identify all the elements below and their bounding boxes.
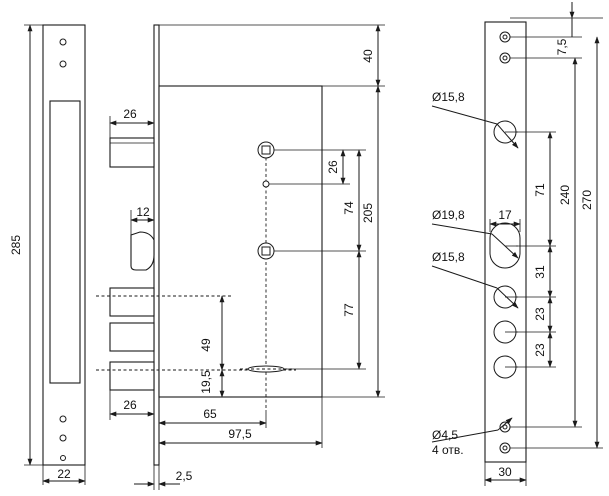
dim-label-spindle-to-cylinder: 74 bbox=[342, 201, 356, 215]
handle-spindle bbox=[257, 141, 275, 159]
leader-line bbox=[431, 429, 499, 443]
strike-label-dia-bolt: Ø15,8 bbox=[432, 250, 465, 264]
leader-line bbox=[431, 265, 498, 289]
faceplate-screw-hole bbox=[59, 38, 67, 46]
dim-label-latch-width: 12 bbox=[136, 205, 150, 219]
strike-screw-hole-inner bbox=[502, 34, 508, 40]
strike-plate-view: Ø15,8 Ø19,8 Ø15,8 Ø4,5 4 отв. 17 7,5 bbox=[431, 2, 603, 486]
strike-label-dia-latch: Ø19,8 bbox=[432, 208, 465, 222]
strike-label-top-offset: 7,5 bbox=[555, 38, 569, 55]
dim-label-backset: 65 bbox=[203, 407, 217, 421]
cylinder-hole bbox=[257, 242, 275, 260]
dim-label-bolt-length-bottom: 26 bbox=[123, 398, 137, 412]
front-plate bbox=[153, 24, 160, 466]
strike-label-240: 240 bbox=[558, 185, 572, 205]
strike-screw-hole-inner bbox=[502, 424, 508, 430]
leader-line bbox=[497, 417, 513, 431]
dim-label-case-height: 205 bbox=[361, 203, 375, 223]
latch-bolt bbox=[130, 231, 155, 271]
dim-label-bottom-offset: 19,5 bbox=[199, 370, 213, 394]
leader-line bbox=[496, 287, 519, 309]
top-bolt bbox=[109, 137, 155, 168]
faceplate-screw-hole bbox=[60, 455, 66, 461]
dead-bolt-1 bbox=[109, 287, 155, 317]
faceplate-front-view: 285 22 bbox=[9, 24, 86, 485]
faceplate-screw-hole bbox=[59, 60, 67, 68]
strike-label-dia-top: Ø15,8 bbox=[432, 90, 465, 104]
cylinder-square bbox=[261, 246, 271, 256]
strike-screw-hole-inner bbox=[502, 445, 508, 451]
dim-label-cylinder-to-bottom: 77 bbox=[342, 303, 356, 317]
dim-label-faceplate-width: 22 bbox=[57, 467, 71, 481]
strike-label-23b: 23 bbox=[533, 343, 547, 357]
strike-label-31: 31 bbox=[533, 265, 547, 279]
dim-label-bolt-length: 26 bbox=[123, 107, 137, 121]
strike-label-width: 30 bbox=[498, 465, 512, 479]
faceplate-screw-hole bbox=[59, 415, 67, 423]
leader-line bbox=[431, 223, 493, 235]
faceplate-screw-hole bbox=[59, 434, 67, 442]
strike-label-71: 71 bbox=[533, 183, 547, 197]
cylinder-pin bbox=[262, 180, 270, 188]
dim-label-spindle-offset: 26 bbox=[326, 160, 340, 174]
strike-label-23a: 23 bbox=[533, 307, 547, 321]
lock-body-side-view: 26 12 26 49 19,5 65 97,5 2,5 bbox=[96, 24, 385, 490]
faceplate-bolt-window bbox=[49, 100, 81, 384]
dim-label-faceplate-height: 285 bbox=[9, 235, 23, 255]
leader-line bbox=[496, 123, 519, 149]
strike-label-latch-width: 17 bbox=[498, 208, 512, 222]
spindle-square bbox=[261, 145, 271, 155]
lock-case bbox=[158, 85, 323, 398]
dim-label-top-offset: 40 bbox=[361, 49, 375, 63]
dead-bolt-3 bbox=[109, 361, 155, 391]
strike-label-screw-count: 4 отв. bbox=[432, 443, 464, 457]
leader-line bbox=[491, 233, 519, 259]
dead-bolt-2 bbox=[109, 322, 155, 352]
strike-label-dia-screw: Ø4,5 bbox=[432, 428, 458, 442]
dim-label-plate-thickness: 2,5 bbox=[176, 469, 193, 483]
dim-label-case-depth: 97,5 bbox=[228, 427, 252, 441]
strike-label-270: 270 bbox=[580, 190, 594, 210]
dim-label-49: 49 bbox=[199, 338, 213, 352]
strike-screw-hole-inner bbox=[502, 55, 508, 61]
leader-line bbox=[431, 105, 498, 125]
